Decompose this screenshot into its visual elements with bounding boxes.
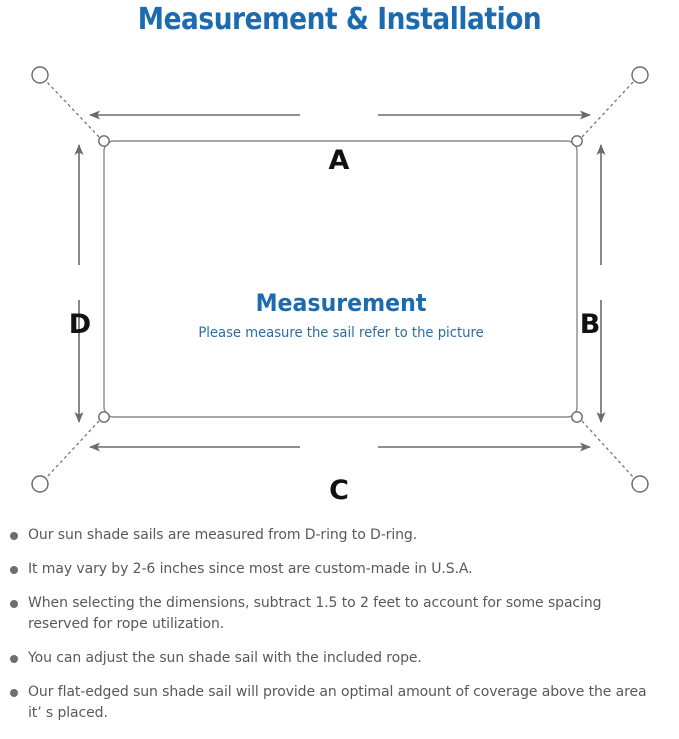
list-item: Our flat-edged sun shade sail will provi… [0,681,679,723]
notes-list: Our sun shade sails are measured from D-… [0,524,679,736]
bullet-dot-icon [10,655,18,663]
bullet-dot-icon [10,600,18,608]
bullet-dot-icon [10,689,18,697]
d-ring-top-right [571,135,583,147]
d-ring-bottom-left [98,411,110,423]
anchor-point-bottom-right [631,475,649,493]
list-item-text: You can adjust the sun shade sail with t… [28,649,422,666]
rope-top-left [45,80,100,138]
anchor-point-top-left [31,66,49,84]
dimension-label-a: A [328,145,350,176]
list-item: It may vary by 2-6 inches since most are… [0,558,679,579]
bullet-dot-icon [10,532,18,540]
d-ring-bottom-right [571,411,583,423]
d-ring-top-left [98,135,110,147]
rope-top-right [581,80,635,138]
rope-bottom-left [45,420,100,479]
bullet-dot-icon [10,566,18,574]
sail-rectangle [103,140,578,418]
list-item: When selecting the dimensions, subtract … [0,592,679,634]
dimension-label-d: D [68,309,92,340]
dimension-label-c: C [329,475,349,506]
measurement-diagram: A B C D Measurement Please measure the s… [0,48,679,518]
rope-bottom-right [581,420,635,479]
diagram-svg [31,66,649,493]
page-title: Measurement & Installation [137,2,542,37]
anchor-point-bottom-left [31,475,49,493]
anchor-point-top-right [631,66,649,84]
list-item-text: It may vary by 2-6 inches since most are… [28,560,473,577]
list-item-text: When selecting the dimensions, subtract … [28,594,602,632]
list-item-text: Our sun shade sails are measured from D-… [28,526,418,543]
list-item: You can adjust the sun shade sail with t… [0,647,679,668]
list-item: Our sun shade sails are measured from D-… [0,524,679,545]
list-item-text: Our flat-edged sun shade sail will provi… [28,683,647,721]
dimension-label-b: B [579,309,601,340]
